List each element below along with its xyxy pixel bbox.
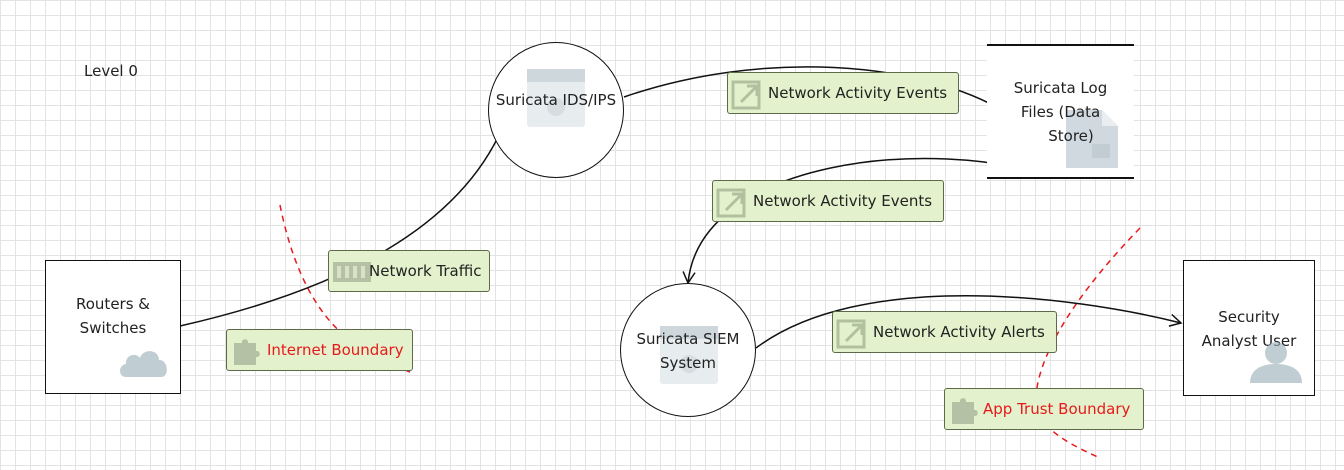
- routers-switches-entity[interactable]: Routers & Switches: [45, 260, 181, 394]
- user-icon: [1246, 339, 1306, 387]
- arrow-box-icon: [716, 186, 748, 222]
- arrow-box-icon: [836, 317, 868, 353]
- alerts-flow-label[interactable]: Network Activity Alerts: [832, 311, 1057, 353]
- ids-process-label: Suricata IDS/IPS: [495, 91, 617, 109]
- flow-network-traffic[interactable]: [179, 106, 514, 327]
- data-store-top-line: [987, 44, 1134, 46]
- routers-label-line1: Routers &: [76, 295, 150, 313]
- app-trust-boundary[interactable]: [1035, 227, 1141, 459]
- internet-boundary-label[interactable]: Internet Boundary: [226, 329, 413, 371]
- data-store-label-line1: Suricata Log: [1013, 79, 1108, 97]
- app-trust-boundary-label[interactable]: App Trust Boundary: [944, 388, 1144, 430]
- alerts-label-text: Network Activity Alerts: [873, 323, 1045, 341]
- events-to-store-label-text: Network Activity Events: [768, 84, 948, 102]
- network-traffic-flow-label[interactable]: Network Traffic: [328, 250, 490, 292]
- routers-label-line2: Switches: [79, 319, 147, 337]
- security-analyst-entity[interactable]: Security Analyst User: [1183, 260, 1315, 396]
- flow-events-to-store[interactable]: [623, 66, 1009, 114]
- document-icon: [1062, 108, 1120, 174]
- app-trust-boundary-label-text: App Trust Boundary: [983, 400, 1131, 418]
- siem-label-line2: System: [660, 354, 716, 372]
- window-icon: [525, 67, 587, 133]
- data-store-bottom-line: [987, 177, 1134, 179]
- data-store-label-line2: Files (Data: [1020, 103, 1101, 121]
- arrow-box-icon: [731, 78, 763, 114]
- analyst-label-line1: Security: [1218, 308, 1280, 326]
- siem-label-line1: Suricata SIEM: [636, 330, 740, 348]
- data-flow-icon: [332, 256, 372, 290]
- window-icon: [658, 324, 720, 390]
- events-to-siem-label-text: Network Activity Events: [753, 192, 933, 210]
- flow-alerts[interactable]: [755, 295, 1183, 349]
- events-to-store-flow-label[interactable]: Network Activity Events: [727, 72, 959, 114]
- suricata-siem-process[interactable]: Suricata SIEM System: [620, 283, 756, 417]
- network-traffic-label-text: Network Traffic: [369, 262, 482, 280]
- puzzle-icon: [230, 335, 262, 371]
- suricata-ids-process[interactable]: Suricata IDS/IPS: [488, 42, 624, 178]
- level-label: Level 0: [84, 62, 138, 80]
- data-store-label-line3: Store): [1048, 127, 1094, 145]
- internet-boundary-label-text: Internet Boundary: [267, 341, 404, 359]
- puzzle-icon: [948, 394, 980, 430]
- cloud-icon: [116, 343, 172, 385]
- events-to-siem-flow-label[interactable]: Network Activity Events: [712, 180, 944, 222]
